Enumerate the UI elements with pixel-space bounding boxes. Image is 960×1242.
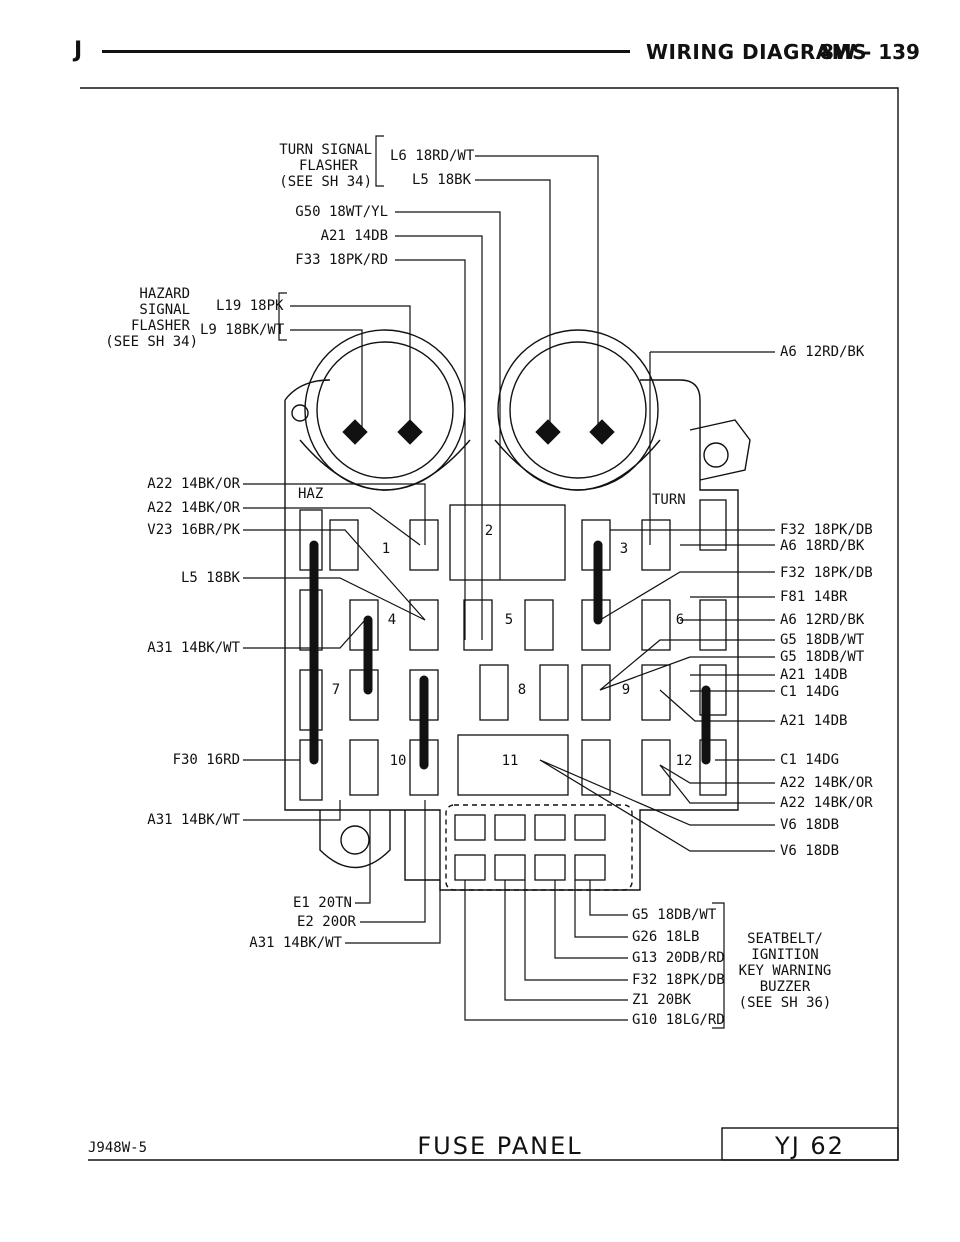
bottom-right-wire-5: Z1 20BK: [632, 992, 692, 1008]
fuse-number-6: 6: [676, 612, 684, 628]
turn-label: TURN: [652, 492, 686, 508]
left-wire-2: A22 14BK/OR: [147, 500, 240, 516]
bottom-right-wire-6: G10 18LG/RD: [632, 1012, 725, 1028]
fuse-number-5: 5: [505, 612, 513, 628]
fuse-number-10: 10: [390, 753, 407, 769]
buzzer-label-3: KEY WARNING: [739, 963, 832, 979]
right-wire-11: A21 14DB: [780, 713, 847, 729]
turn-flasher-label-1: TURN SIGNAL: [279, 142, 372, 158]
right-wire-6: A6 12RD/BK: [780, 612, 865, 628]
left-wire-6: F30 16RD: [173, 752, 240, 768]
right-wire-1: A6 12RD/BK: [780, 344, 865, 360]
right-wire-4: F32 18PK/DB: [780, 565, 873, 581]
wire-label-f33: F33 18PK/RD: [295, 252, 388, 268]
left-wire-7: A31 14BK/WT: [147, 812, 240, 828]
page-number: 8W - 139: [820, 40, 920, 64]
panel-body: [284, 400, 739, 891]
fuse-number-2: 2: [485, 523, 493, 539]
hazard-flasher-label-4: (SEE SH 34): [105, 334, 198, 350]
header-rule: [102, 50, 630, 53]
ref-box: [721, 1127, 899, 1161]
turn-flasher-wire-1: L6 18RD/WT: [390, 148, 475, 164]
fuse-number-12: 12: [676, 753, 693, 769]
right-wire-8: G5 18DB/WT: [780, 649, 865, 665]
header-title: WIRING DIAGRAMS: [646, 40, 868, 64]
right-wire-10: C1 14DG: [780, 684, 839, 700]
right-wire-7: G5 18DB/WT: [780, 632, 865, 648]
figure-caption: FUSE PANEL: [417, 1132, 582, 1160]
bottom-right-wire-3: G13 20DB/RD: [632, 950, 725, 966]
left-wire-4: L5 18BK: [181, 570, 241, 586]
hazard-flasher-label-2: SIGNAL: [139, 302, 190, 318]
buzzer-label-5: (SEE SH 36): [739, 995, 832, 1011]
bottom-left-wire-2: E2 20OR: [297, 914, 357, 930]
wire-label-g50: G50 18WT/YL: [295, 204, 388, 220]
hazard-flasher-label-1: HAZARD: [139, 286, 190, 302]
bottom-right-wire-4: F32 18PK/DB: [632, 972, 725, 988]
left-wire-5: A31 14BK/WT: [147, 640, 240, 656]
buzzer-label-2: IGNITION: [751, 947, 818, 963]
figure-code: J948W-5: [88, 1140, 147, 1156]
right-wire-9: A21 14DB: [780, 667, 847, 683]
frame: [80, 87, 899, 1161]
hazard-flasher-socket: [304, 329, 466, 491]
haz-label: HAZ: [298, 486, 323, 502]
fuse-number-1: 1: [382, 541, 390, 557]
right-wire-16: V6 18DB: [780, 843, 839, 859]
buzzer-label-1: SEATBELT/: [747, 931, 823, 947]
fuse-number-8: 8: [518, 682, 526, 698]
bottom-left-wire-3: A31 14BK/WT: [249, 935, 342, 951]
bottom-right-wire-1: G5 18DB/WT: [632, 907, 717, 923]
right-wire-13: A22 14BK/OR: [780, 775, 873, 791]
page-header: J WIRING DIAGRAMS 8W - 139: [0, 38, 960, 68]
right-wire-14: A22 14BK/OR: [780, 795, 873, 811]
fuse-number-3: 3: [620, 541, 628, 557]
right-wire-15: V6 18DB: [780, 817, 839, 833]
left-wire-3: V23 16BR/PK: [147, 522, 240, 538]
right-wire-2: F32 18PK/DB: [780, 522, 873, 538]
right-wire-3: A6 18RD/BK: [780, 538, 865, 554]
hazard-flasher-label-3: FLASHER: [131, 318, 191, 334]
fuse-number-7: 7: [332, 682, 340, 698]
buzzer-label-4: BUZZER: [760, 979, 811, 995]
hazard-flasher-wire-2: L9 18BK/WT: [200, 322, 285, 338]
fuse-number-4: 4: [388, 612, 396, 628]
bottom-right-wire-2: G26 18LB: [632, 929, 699, 945]
wire-label-a21: A21 14DB: [321, 228, 388, 244]
header-letter: J: [74, 38, 83, 63]
right-wire-12: C1 14DG: [780, 752, 839, 768]
right-wire-5: F81 14BR: [780, 589, 848, 605]
figure-reference: YJ 62: [774, 1132, 845, 1160]
bottom-left-wire-1: E1 20TN: [293, 895, 352, 911]
turn-flasher-label-2: FLASHER: [299, 158, 359, 174]
fuse-number-11: 11: [502, 753, 519, 769]
hazard-flasher-wire-1: L19 18PK: [216, 298, 284, 314]
left-wire-1: A22 14BK/OR: [147, 476, 240, 492]
turn-flasher-wire-2: L5 18BK: [412, 172, 472, 188]
fuse-number-9: 9: [622, 682, 630, 698]
turn-flasher-label-3: (SEE SH 34): [279, 174, 372, 190]
